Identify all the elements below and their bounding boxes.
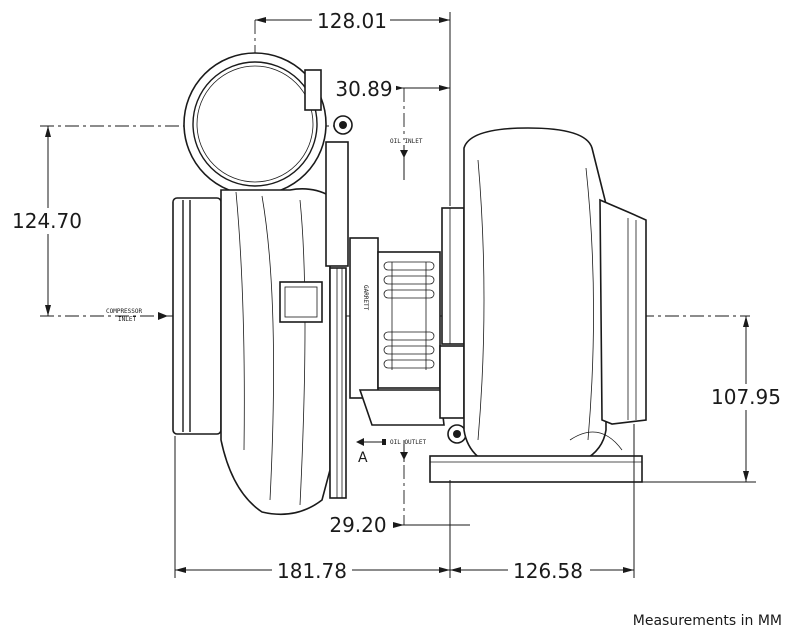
dimension-top-width: 128.01 (255, 8, 451, 206)
dimension-bottom-left: 181.78 (174, 436, 450, 583)
center-housing-fins (383, 261, 435, 370)
oil-inlet-label: OIL INLET (390, 138, 423, 145)
dimension-bottom-left-value: 181.78 (277, 559, 347, 583)
dimension-left-height: 124.70 (8, 126, 86, 316)
dimension-oil-inlet-offset-value: 30.89 (335, 77, 392, 101)
dimension-right-height: 107.95 (640, 316, 786, 483)
dimension-bottom-right-value: 126.58 (513, 559, 583, 583)
oil-outlet-marker: OIL OUTLET (390, 439, 427, 462)
compressor-housing (172, 52, 353, 516)
oil-inlet-marker: OIL INLET (390, 138, 423, 180)
compressor-inlet-marker: COMPRESSOR INLET (106, 308, 168, 323)
dimension-oil-outlet-offset: 29.20 (326, 480, 470, 578)
center-housing: GARRETT (349, 207, 467, 444)
dimension-oil-inlet-offset: 30.89 (332, 76, 450, 101)
dimension-oil-outlet-offset-value: 29.20 (329, 513, 386, 537)
dimension-top-width-value: 128.01 (317, 9, 387, 33)
view-marker-label: A (358, 450, 368, 466)
dimension-bottom-right: 126.58 (450, 424, 635, 583)
footer-note: Measurements in MM (633, 613, 782, 629)
brand-text: GARRETT (362, 285, 369, 311)
dimension-right-height-value: 107.95 (711, 385, 781, 409)
oil-outlet-label: OIL OUTLET (390, 439, 427, 446)
compressor-inlet-label-1: COMPRESSOR (106, 308, 143, 315)
dimension-left-height-value: 124.70 (12, 209, 82, 233)
compressor-inlet-label-2: INLET (118, 316, 136, 323)
view-marker: A (356, 438, 386, 466)
turbine-housing (429, 127, 647, 483)
